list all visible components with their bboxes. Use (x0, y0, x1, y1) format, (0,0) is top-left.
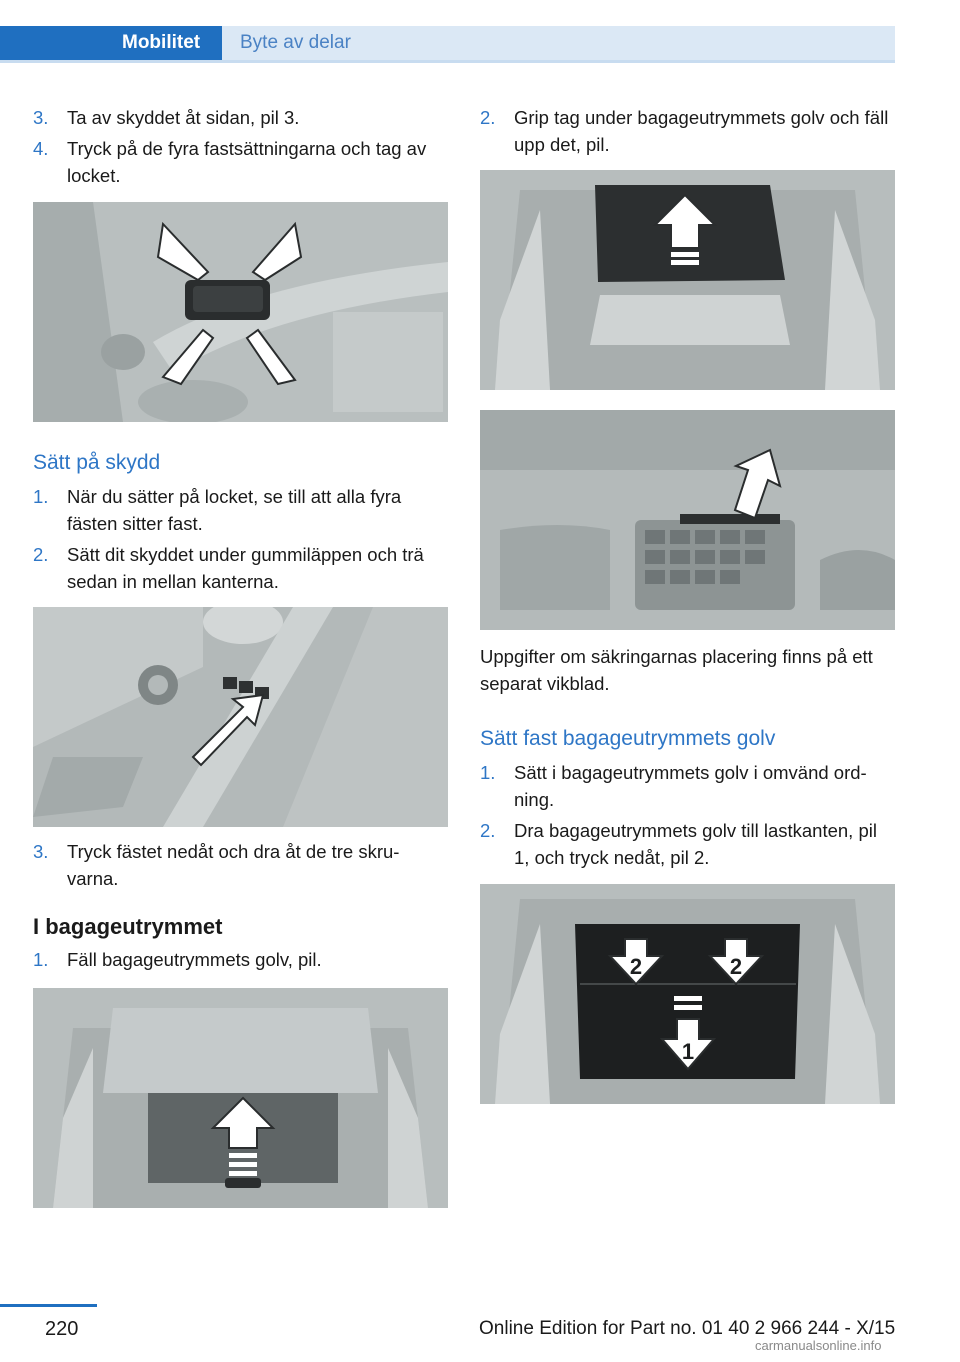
left-section-sattpaskydd: Sätt på skydd 1. När du sätter på locket… (33, 451, 448, 599)
step-text: Sätt dit skyddet under gummiläppen och t… (67, 544, 424, 592)
lift-floor-figure (480, 170, 895, 390)
section-heading: Sätt på skydd (33, 451, 161, 474)
list-item: 1. Sätt i bagageutrymmets golv i omvänd … (480, 759, 895, 813)
install-floor-figure: 2 2 1 (480, 884, 895, 1104)
section-heading: I bagageutrymmet (33, 914, 223, 939)
step-text: Ta av skyddet åt sidan, pil 3. (67, 107, 300, 128)
tab-byte-av-delar[interactable]: Byte av delar (222, 26, 895, 60)
cover-fastener-figure (33, 607, 448, 827)
right-steps-a: 2. Grip tag under bagageutrymmets golv o… (480, 104, 895, 162)
step-text: Sätt i bagageutrymmets golv i omvänd ord… (514, 762, 867, 810)
step-number: 4. (33, 138, 49, 159)
step-text: När du sätter på locket, se till att all… (67, 486, 402, 534)
section-heading: Sätt fast bagageutrymmets golv (480, 727, 776, 750)
info-paragraph: Uppgifter om säkringarnas placering finn… (480, 646, 873, 694)
arrow-label-1: 1 (682, 1039, 694, 1064)
list-item: 3. Tryck fästet nedåt och dra åt de tre … (33, 838, 448, 892)
step-number: 1. (33, 949, 49, 970)
list-item: 1. När du sätter på locket, se till att … (33, 483, 448, 537)
arrow-label-2-right: 2 (730, 954, 742, 979)
trunk-floor-figure (33, 988, 448, 1208)
step-text: Fäll bagageutrymmets golv, pil. (67, 949, 322, 970)
step-number: 3. (33, 107, 49, 128)
step-number: 2. (480, 107, 496, 128)
list-item: 2. Grip tag under bagageutrymmets golv o… (480, 104, 895, 158)
list-item: 4. Tryck på de fyra fastsättningarna och… (33, 135, 448, 189)
step-number: 2. (480, 820, 496, 841)
list-item: 2. Sätt dit skyddet under gummiläppen oc… (33, 541, 448, 595)
step-number: 1. (480, 762, 496, 783)
edition-text: Online Edition for Part no. 01 40 2 966 … (479, 1318, 896, 1339)
tab-mobilitet[interactable]: Mobilitet (0, 26, 222, 60)
arrow-label-2-left: 2 (630, 954, 642, 979)
watermark-text: carmanualsonline.info (755, 1338, 882, 1353)
right-para-fuses: Uppgifter om säkringarnas placering finn… (480, 643, 895, 697)
step-text: Tryck på de fyra fastsättningarna och ta… (67, 138, 427, 186)
right-section-golv: Sätt fast bagageutrymmets golv 1. Sätt i… (480, 727, 895, 875)
step-number: 3. (33, 841, 49, 862)
tab-divider (0, 60, 895, 63)
step-text: Grip tag under bagageutrymmets golv och … (514, 107, 889, 155)
page-number: 220 (45, 1318, 79, 1340)
list-item: 3. Ta av skyddet åt sidan, pil 3. (33, 104, 448, 131)
section-tabs: Mobilitet Byte av delar (0, 26, 895, 63)
footer-rule (0, 1304, 97, 1307)
fuse-box-figure (480, 410, 895, 630)
step-number: 1. (33, 486, 49, 507)
list-item: 2. Dra bagageutrymmets golv till lastkan… (480, 817, 895, 871)
list-item: 1. Fäll bagageutrymmets golv, pil. (33, 946, 448, 973)
step-text: Tryck fästet nedåt och dra åt de tre skr… (67, 841, 400, 889)
step-text: Dra bagageutrymmets golv till lastkanten… (514, 820, 877, 868)
left-steps-a: 3. Ta av skyddet åt sidan, pil 3. 4. Try… (33, 104, 448, 193)
left-section-bagage: I bagageutrymmet 1. Fäll bagageutrymmets… (33, 914, 448, 977)
step-number: 2. (33, 544, 49, 565)
left-steps-c: 3. Tryck fästet nedåt och dra åt de tre … (33, 838, 448, 896)
engine-cover-figure (33, 202, 448, 422)
